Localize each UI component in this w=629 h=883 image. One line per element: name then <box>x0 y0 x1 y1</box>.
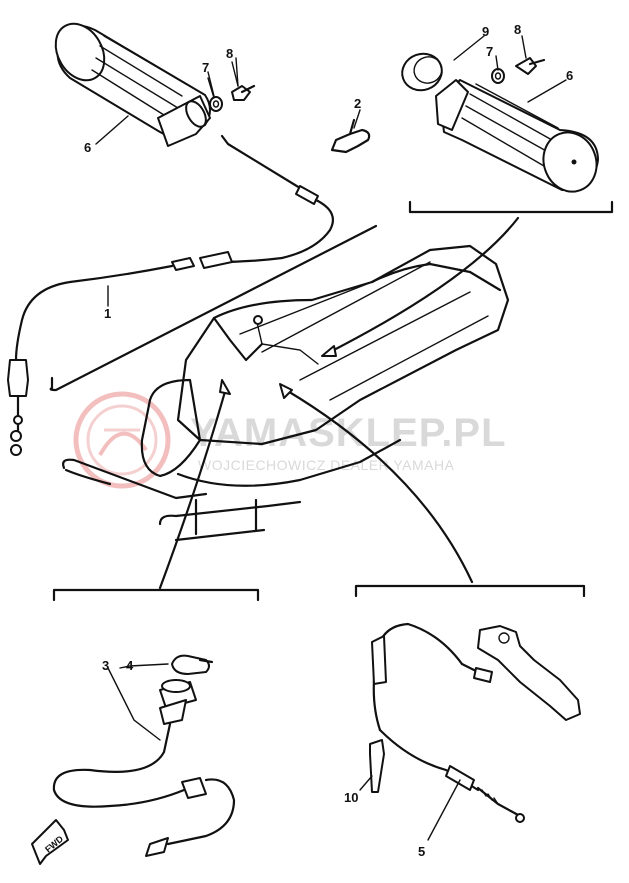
callout-cable-tie: 10 <box>344 790 358 805</box>
callout-right-bolt: 8 <box>514 22 521 37</box>
cable-tie <box>369 739 385 793</box>
throttle-cable <box>7 134 334 456</box>
brake-lever <box>477 625 581 721</box>
leader-right-ring <box>453 35 485 61</box>
choke-assembly <box>52 654 236 857</box>
left-grip-assembly <box>54 22 256 147</box>
leader-brake-cable <box>427 779 461 841</box>
choke-housing <box>159 679 197 725</box>
leader-right-washer <box>495 55 499 71</box>
fwd-arrow: FWD <box>31 819 69 865</box>
leader-left-washer <box>207 71 215 97</box>
snowmobile-outline <box>62 244 510 542</box>
callout-right-washer: 7 <box>486 44 493 59</box>
choke-knob <box>171 654 214 675</box>
left-washer <box>209 96 223 112</box>
leader-left-grip <box>95 115 129 145</box>
callout-choke-knob: 4 <box>126 658 134 673</box>
left-bolt <box>231 84 256 101</box>
callout-brake-cable: 5 <box>418 844 425 859</box>
leader-right-bolt <box>521 35 527 59</box>
leader-left-bolt <box>235 57 239 87</box>
callout-left-washer: 7 <box>202 60 209 75</box>
brake-assembly <box>371 622 581 823</box>
right-ring <box>401 52 443 92</box>
callout-throttle-cable: 1 <box>104 306 111 321</box>
right-grip-assembly <box>401 52 599 193</box>
callout-left-grip: 6 <box>84 140 91 155</box>
watermark-subtitle: WOJCIECHOWICZ DEALER YAMAHA <box>198 457 455 473</box>
left-grip <box>54 22 211 147</box>
leader-choke-cable <box>107 667 161 741</box>
leader-clip <box>353 109 361 129</box>
cable-clip <box>330 118 371 154</box>
watermark-logo <box>73 391 171 489</box>
leader-choke-knob <box>119 663 169 669</box>
callout-left-bolt: 8 <box>226 46 233 61</box>
leader-cable-tie <box>359 775 373 791</box>
callout-right-ring: 9 <box>482 24 489 39</box>
callout-clip: 2 <box>354 96 361 111</box>
callout-choke-cable: 3 <box>102 658 109 673</box>
right-grip <box>435 79 599 193</box>
leader-right-grip <box>527 79 567 103</box>
callout-right-grip: 6 <box>566 68 573 83</box>
section-brackets <box>49 200 614 602</box>
right-bolt <box>515 57 546 75</box>
pointer-lines <box>158 216 520 590</box>
right-washer <box>491 68 505 84</box>
